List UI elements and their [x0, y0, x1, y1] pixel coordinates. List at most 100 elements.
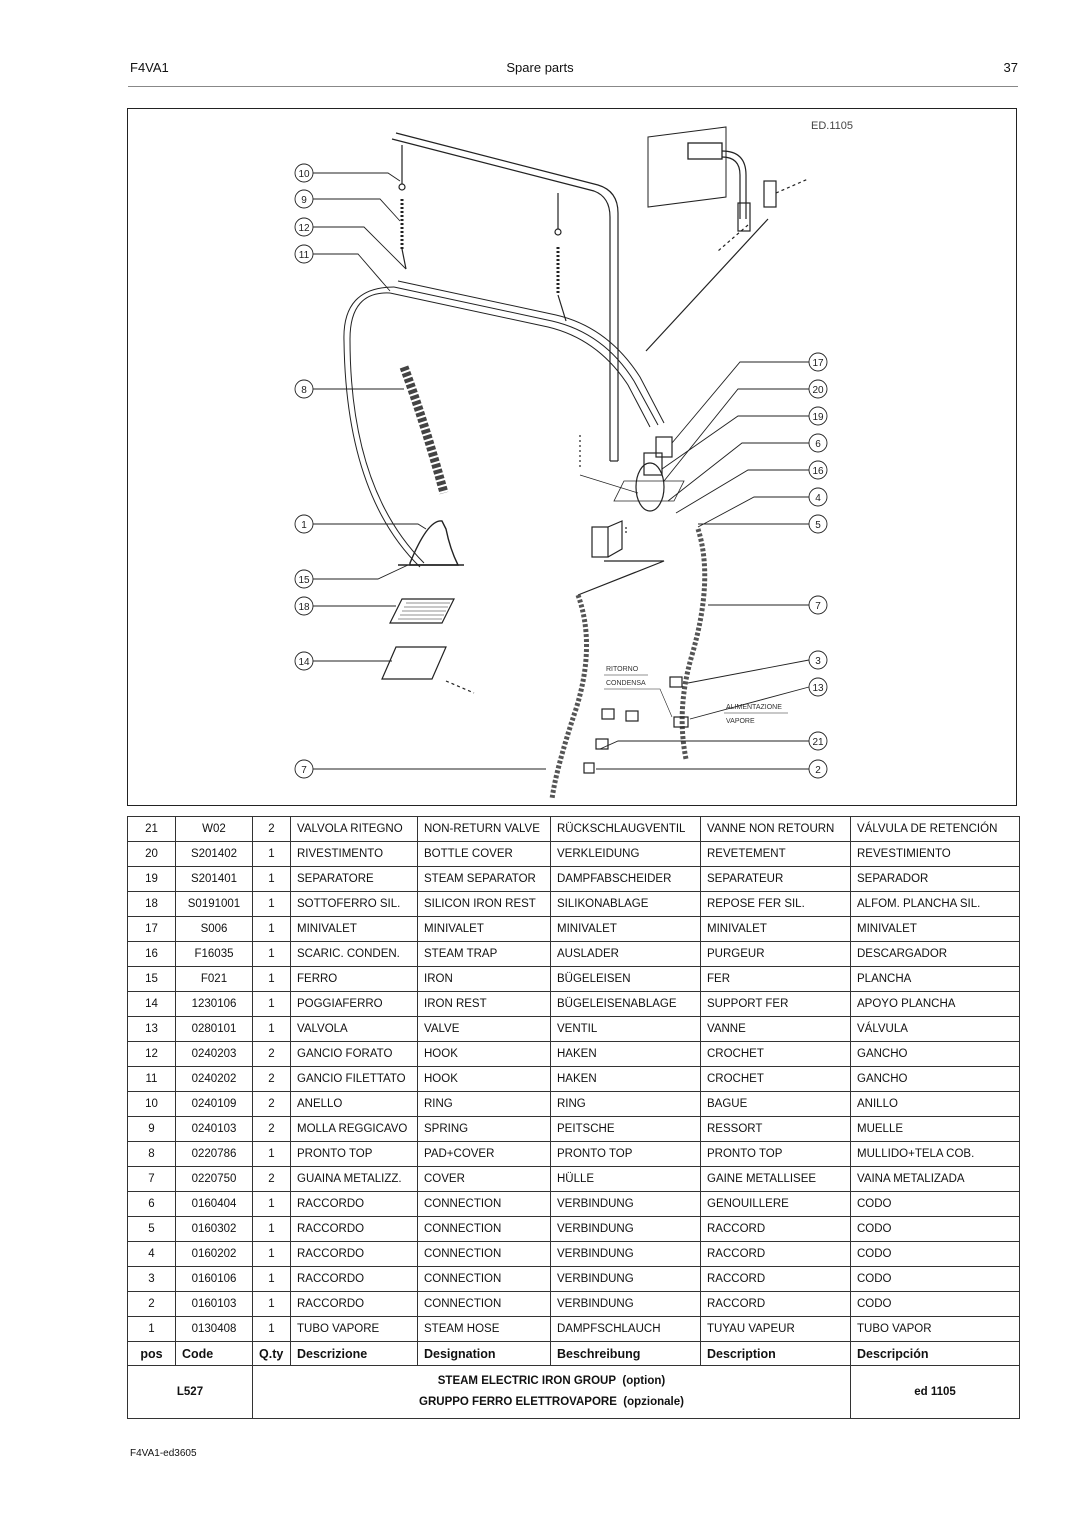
cell-code: 1230106 [175, 991, 253, 1017]
callout-label-11: 11 [299, 250, 310, 261]
cell-pos: 7 [127, 1166, 176, 1192]
callout-label-5: 5 [815, 520, 821, 531]
cell-descrizione: PRONTO TOP [290, 1141, 418, 1167]
cell-qty: 1 [252, 866, 291, 892]
cell-beschreibung: VERBINDUNG [550, 1291, 701, 1317]
title-it: GRUPPO FERRO ELETTROVAPORE [419, 1396, 617, 1408]
cell-code: 0220750 [175, 1166, 253, 1192]
cell-pos: 16 [127, 941, 176, 967]
cell-beschreibung: HAKEN [550, 1041, 701, 1067]
cell-descripcion: CODO [850, 1191, 1020, 1217]
cell-code: W02 [175, 816, 253, 842]
title-it-suffix: (opzionale) [623, 1396, 684, 1408]
cell-qty: 1 [252, 1316, 291, 1342]
cell-qty: 1 [252, 1016, 291, 1042]
col-code: Code [175, 1341, 253, 1366]
cell-beschreibung: MINIVALET [550, 916, 701, 942]
cell-pos: 12 [127, 1041, 176, 1067]
cell-qty: 2 [252, 1116, 291, 1142]
header-rule [128, 86, 1018, 87]
group-title: STEAM ELECTRIC IRON GROUP (option) GRUPP… [252, 1365, 851, 1419]
col-pos: pos [127, 1341, 176, 1366]
cell-qty: 1 [252, 941, 291, 967]
cell-descripcion: GANCHO [850, 1041, 1020, 1067]
cell-descrizione: POGGIAFERRO [290, 991, 418, 1017]
cell-beschreibung: VENTIL [550, 1016, 701, 1042]
cell-code: 0240203 [175, 1041, 253, 1067]
cell-code: S006 [175, 916, 253, 942]
callout-label-16: 16 [812, 466, 824, 477]
cell-descripcion: ANILLO [850, 1091, 1020, 1117]
cell-pos: 18 [127, 891, 176, 917]
cell-beschreibung: VERBINDUNG [550, 1241, 701, 1267]
cell-beschreibung: BÜGELEISEN [550, 966, 701, 992]
cell-designation: STEAM TRAP [417, 941, 551, 967]
cell-descrizione: TUBO VAPORE [290, 1316, 418, 1342]
cell-pos: 14 [127, 991, 176, 1017]
cell-qty: 1 [252, 966, 291, 992]
cell-beschreibung: PEITSCHE [550, 1116, 701, 1142]
cell-beschreibung: RING [550, 1091, 701, 1117]
cell-designation: PAD+COVER [417, 1141, 551, 1167]
cell-description: GENOUILLERE [700, 1191, 851, 1217]
cell-beschreibung: RÜCKSCHLAUGVENTIL [550, 816, 701, 842]
cell-pos: 20 [127, 841, 176, 867]
label-condensa: CONDENSA [606, 680, 646, 687]
cell-pos: 9 [127, 1116, 176, 1142]
header-section: Spare parts [506, 60, 574, 75]
cell-descripcion: CODO [850, 1291, 1020, 1317]
cell-description: RACCORD [700, 1216, 851, 1242]
col-qty: Q.ty [252, 1341, 291, 1366]
callout-label-19: 19 [812, 412, 824, 423]
cell-beschreibung: DAMPFABSCHEIDER [550, 866, 701, 892]
cell-descrizione: SOTTOFERRO SIL. [290, 891, 418, 917]
cell-qty: 2 [252, 1166, 291, 1192]
cell-descrizione: VALVOLA [290, 1016, 418, 1042]
cell-designation: CONNECTION [417, 1241, 551, 1267]
label-ritorno: RITORNO [606, 666, 639, 673]
cell-qty: 1 [252, 1291, 291, 1317]
cell-code: F16035 [175, 941, 253, 967]
cell-qty: 1 [252, 1216, 291, 1242]
cell-descrizione: RIVESTIMENTO [290, 841, 418, 867]
cell-pos: 3 [127, 1266, 176, 1292]
cell-qty: 1 [252, 1191, 291, 1217]
cell-descrizione: GUAINA METALIZZ. [290, 1166, 418, 1192]
callout-label-4: 4 [815, 493, 821, 504]
cell-pos: 6 [127, 1191, 176, 1217]
callout-label-9: 9 [301, 195, 307, 206]
col-description: Description [700, 1341, 851, 1366]
cell-code: S201402 [175, 841, 253, 867]
cell-beschreibung: VERBINDUNG [550, 1216, 701, 1242]
cell-designation: SPRING [417, 1116, 551, 1142]
cell-code: S201401 [175, 866, 253, 892]
cell-designation: STEAM SEPARATOR [417, 866, 551, 892]
cell-beschreibung: PRONTO TOP [550, 1141, 701, 1167]
cell-descrizione: GANCIO FILETTATO [290, 1066, 418, 1092]
cell-qty: 1 [252, 991, 291, 1017]
callout-label-6: 6 [815, 439, 821, 450]
cell-descrizione: MINIVALET [290, 916, 418, 942]
cell-descrizione: SCARIC. CONDEN. [290, 941, 418, 967]
exploded-diagram: ED.1105 [127, 108, 1017, 806]
cell-beschreibung: VERBINDUNG [550, 1191, 701, 1217]
cell-descripcion: VÁLVULA [850, 1016, 1020, 1042]
cell-description: FER [700, 966, 851, 992]
callout-label-17: 17 [812, 358, 824, 369]
cell-descripcion: TUBO VAPOR [850, 1316, 1020, 1342]
cell-designation: HOOK [417, 1041, 551, 1067]
cell-descripcion: MINIVALET [850, 916, 1020, 942]
cell-descripcion: APOYO PLANCHA [850, 991, 1020, 1017]
cell-qty: 1 [252, 1266, 291, 1292]
col-descripcion: Descripción [850, 1341, 1020, 1366]
callout-label-18: 18 [298, 602, 310, 613]
group-edition: ed 1105 [850, 1365, 1020, 1419]
cell-beschreibung: HAKEN [550, 1066, 701, 1092]
